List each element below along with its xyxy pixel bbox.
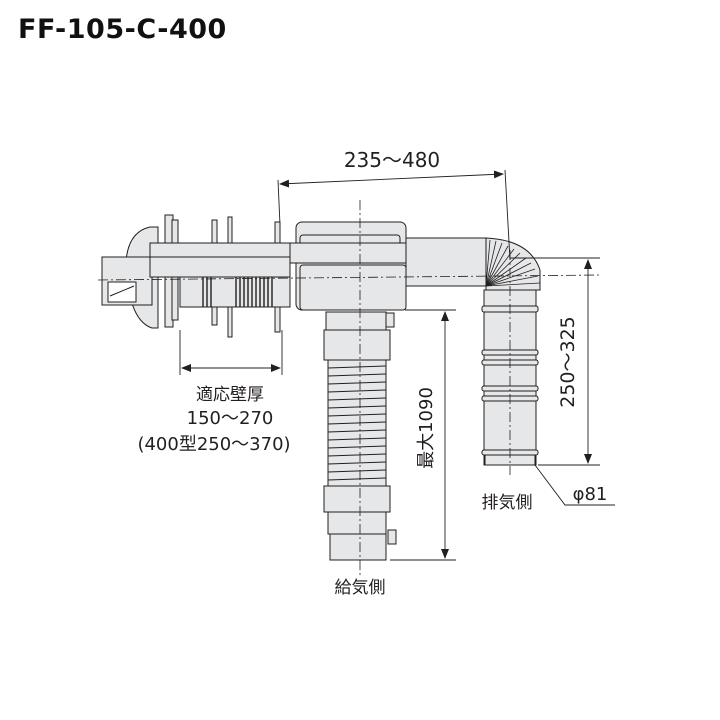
exhaust-diameter: φ81: [573, 484, 608, 505]
page-title: FF-105-C-400: [18, 14, 227, 45]
wall-sleeve: [179, 276, 291, 308]
exhaust-side-label: 排気側: [482, 493, 533, 513]
supply-side-label: 給気側: [335, 578, 386, 598]
wall-thickness-400: (400型250～370): [137, 434, 290, 455]
horizontal-pipe: [149, 256, 291, 278]
wall-thickness-range: 150～270: [187, 408, 274, 429]
exhaust-drop-dimension: 250～325: [557, 316, 579, 408]
supply-max-dimension: 最大1090: [416, 387, 437, 469]
exhaust-horizontal-pipe: [405, 237, 487, 287]
overall-length-dimension: 235～480: [344, 148, 440, 172]
wall-thickness-label: 適応壁厚: [196, 385, 264, 405]
horizontal-pipe-upper: [149, 242, 301, 258]
